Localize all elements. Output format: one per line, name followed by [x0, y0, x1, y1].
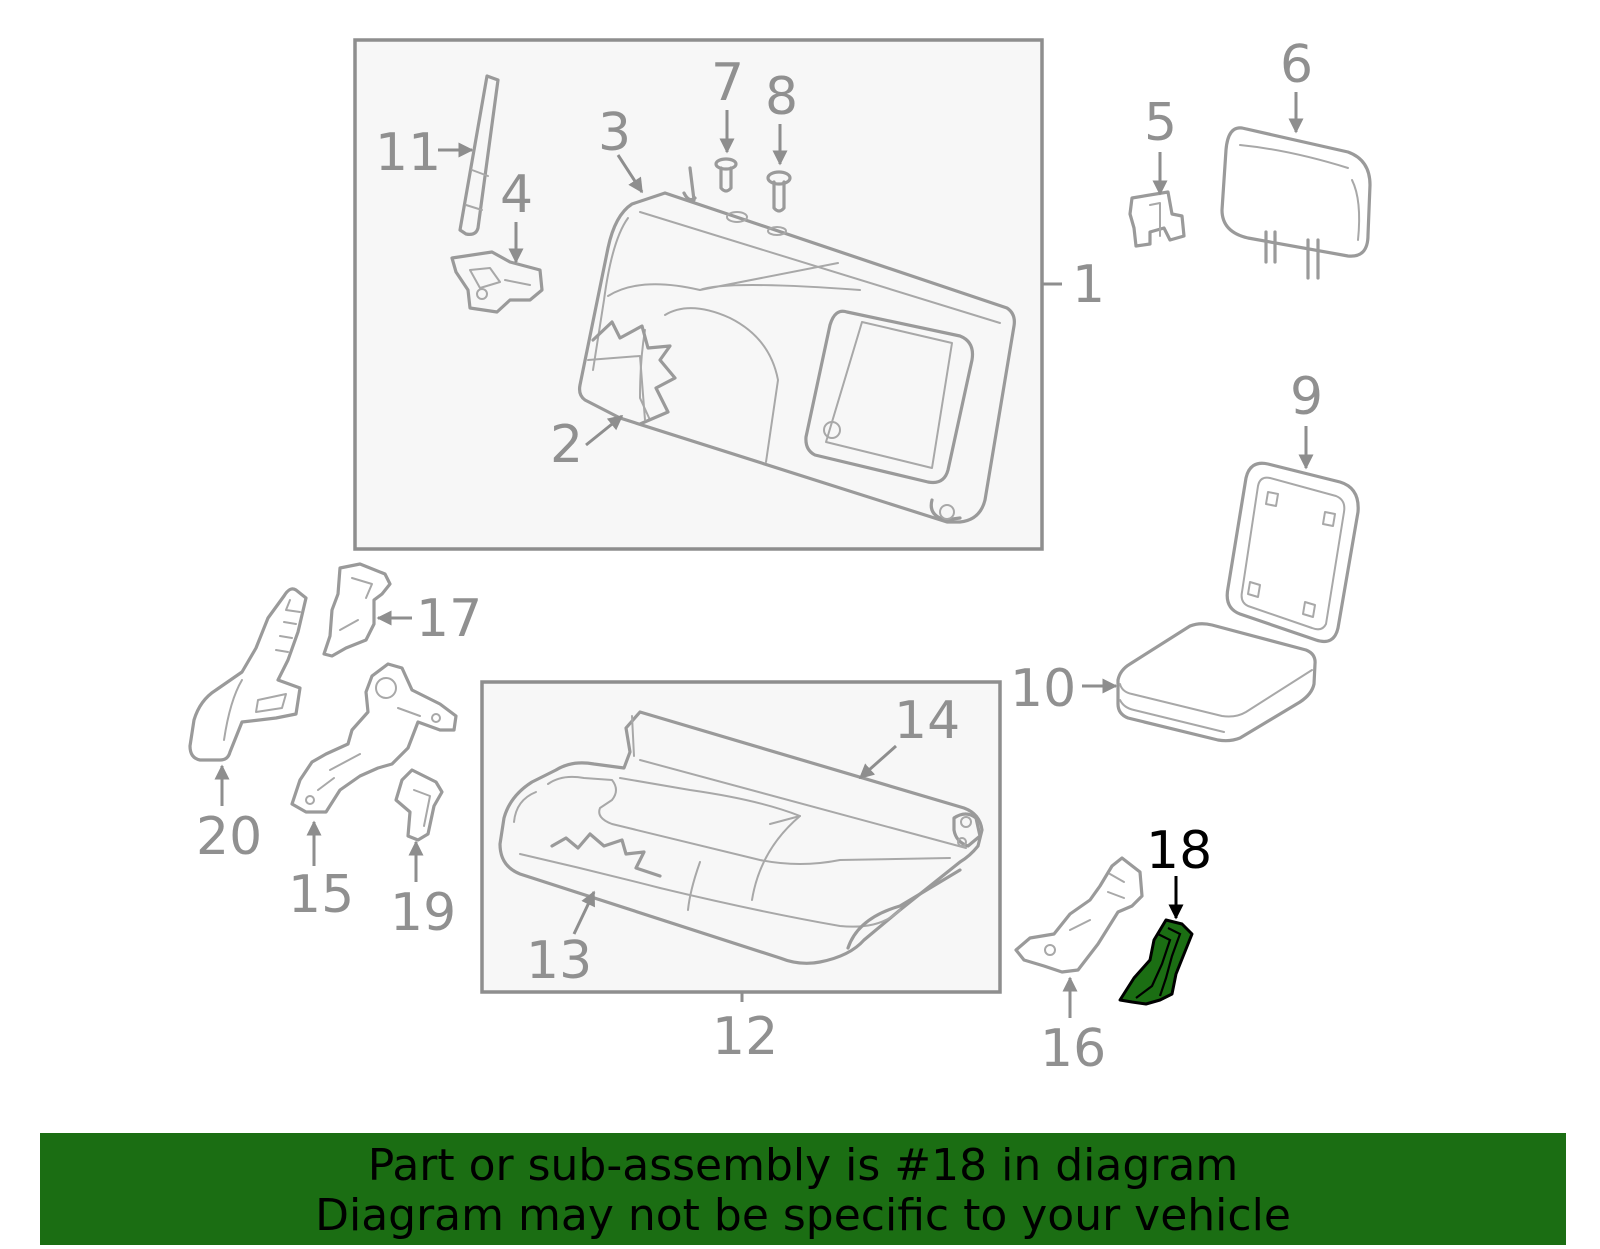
callout-4: 4: [500, 165, 533, 225]
part-11-trim-strip: [458, 74, 500, 236]
callout-15: 15: [288, 865, 354, 925]
callout-20: 20: [196, 807, 262, 867]
callout-14: 14: [894, 691, 960, 751]
part-9-back-panel: [1225, 461, 1360, 644]
callout-17: 17: [416, 589, 482, 649]
part-16-bracket: [1014, 856, 1144, 974]
callout-10: 10: [1010, 659, 1076, 719]
callout-8: 8: [765, 67, 798, 127]
callout-18: 18: [1146, 821, 1212, 881]
part-4-latch-bracket: [450, 250, 544, 314]
callout-11: 11: [375, 123, 441, 183]
part-18-highlighted-cover: [1118, 918, 1194, 1006]
seat-back-assembly-box: [353, 38, 1044, 551]
callout-5: 5: [1144, 93, 1177, 153]
callout-1: 1: [1072, 255, 1105, 315]
info-banner: Part or sub-assembly is #18 in diagram D…: [40, 1133, 1566, 1245]
part-19-clip: [394, 768, 444, 842]
callout-7: 7: [711, 53, 744, 113]
callout-13: 13: [526, 931, 592, 991]
seat-back-cushion: [577, 166, 1016, 524]
callout-12: 12: [712, 1007, 778, 1067]
banner-disclaimer-line: Diagram may not be specific to your vehi…: [315, 1190, 1291, 1241]
callout-6: 6: [1280, 35, 1313, 95]
callout-labels: 1 2 3 4 5 6 7 8 9 10 11 12 13 14 15 16 1…: [196, 35, 1323, 1079]
callout-16: 16: [1040, 1019, 1106, 1079]
part-5-headrest-guide: [1128, 190, 1186, 248]
part-15-bracket: [290, 662, 458, 814]
callout-9: 9: [1290, 367, 1323, 427]
seat-cushion-assembly: [498, 710, 984, 965]
part-17-trim-cover: [322, 562, 392, 658]
leader-lines: [214, 92, 1314, 1018]
callout-19: 19: [390, 883, 456, 943]
seat-cushion-assembly-box: [480, 680, 1002, 994]
callout-2: 2: [550, 415, 583, 475]
part-7-bolt: [714, 157, 738, 193]
callout-3: 3: [598, 103, 631, 163]
banner-part-line: Part or sub-assembly is #18 in diagram: [367, 1140, 1239, 1191]
part-8-bolt: [766, 170, 792, 213]
part-6-headrest: [1220, 126, 1372, 280]
part-20-side-trim: [188, 587, 308, 762]
part-10-seat-cushion: [1116, 622, 1317, 743]
